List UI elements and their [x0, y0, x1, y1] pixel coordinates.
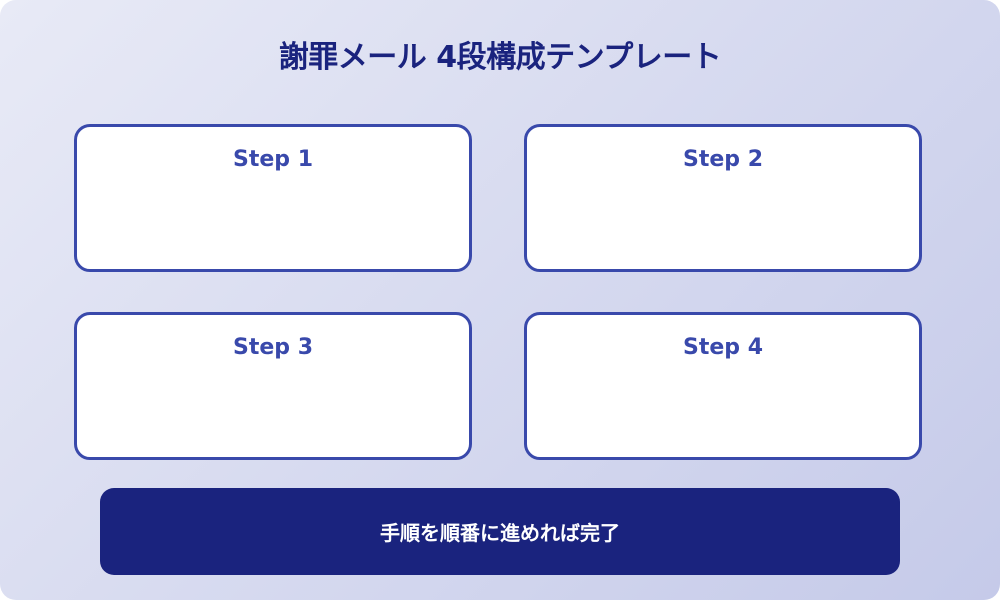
footer-banner: 手順を順番に進めれば完了 — [100, 488, 900, 575]
diagram-title: 謝罪メール 4段構成テンプレート — [278, 40, 722, 75]
step-box-4: Step 4 — [524, 312, 922, 460]
footer-text: 手順を順番に進めれば完了 — [380, 521, 620, 545]
step-label: Step 4 — [683, 335, 763, 360]
step-label: Step 3 — [233, 335, 313, 360]
step-box-2: Step 2 — [524, 124, 922, 272]
step-box-1: Step 1 — [74, 124, 472, 272]
step-label: Step 2 — [683, 147, 763, 172]
step-box-3: Step 3 — [74, 312, 472, 460]
step-label: Step 1 — [233, 147, 313, 172]
